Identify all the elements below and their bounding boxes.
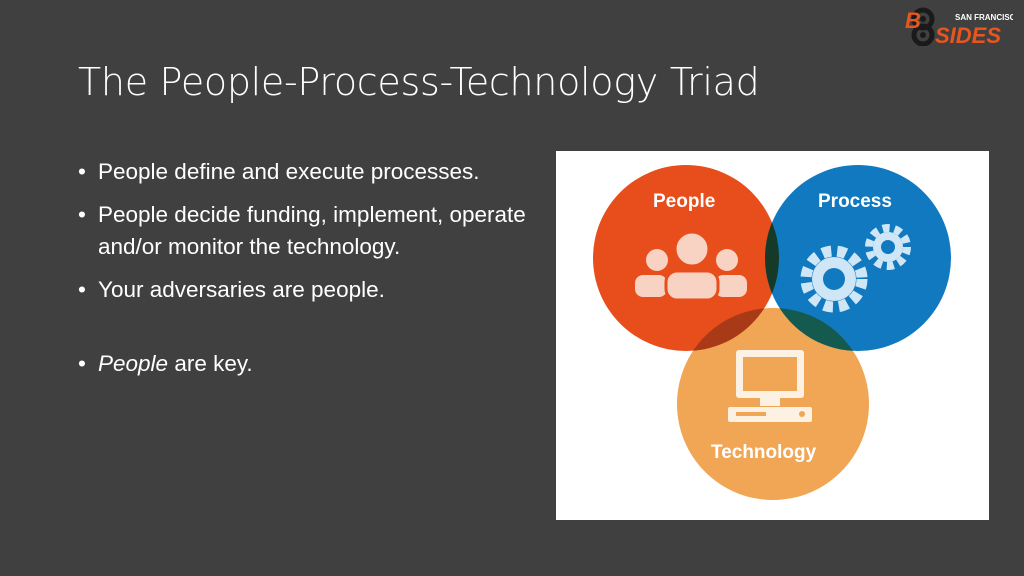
process-label: Process <box>818 191 892 212</box>
bullet-emphasis: People <box>98 351 169 376</box>
logo-sides-text: SIDES <box>935 23 1001 46</box>
slide-title: The People-Process-Technology Triad <box>78 60 760 104</box>
bullet-item: • Your adversaries are people. <box>78 274 538 306</box>
computer-icon <box>728 350 812 422</box>
bullet-text: Your adversaries are people. <box>98 277 385 302</box>
people-group-icon <box>635 230 747 302</box>
bullet-marker: • <box>78 159 86 184</box>
venn-diagram: People Process Technology <box>593 165 951 500</box>
venn-diagram-image: People Process Technology <box>556 151 989 520</box>
bullet-marker: • <box>78 202 86 227</box>
bullet-item: • People are key. <box>78 348 538 380</box>
bullet-item: • People decide funding, implement, oper… <box>78 199 538 263</box>
technology-label: Technology <box>711 442 817 463</box>
bullet-item: • People define and execute processes. <box>78 156 538 188</box>
logo-letter-b: B <box>905 8 921 33</box>
bullet-text: are key. <box>168 351 253 376</box>
logo-small-text: SAN FRANCISCO <box>955 13 1013 22</box>
bullet-text: People decide funding, implement, operat… <box>98 202 526 259</box>
bullet-marker: • <box>78 277 86 302</box>
gears-icon <box>800 224 911 313</box>
bsides-logo: B SAN FRANCISCO SIDES <box>905 7 1013 46</box>
people-label: People <box>653 191 715 212</box>
bullet-text: People define and execute processes. <box>98 159 480 184</box>
bullet-marker: • <box>78 351 86 376</box>
bullet-list: • People define and execute processes. •… <box>78 156 538 391</box>
